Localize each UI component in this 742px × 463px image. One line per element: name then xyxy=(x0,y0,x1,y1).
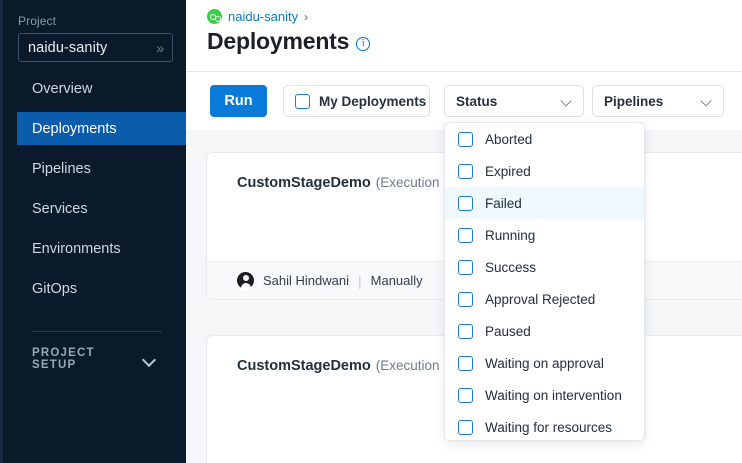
deployment-card-title: CustomStageDemo (Execution Id xyxy=(237,358,455,374)
sidebar-item-deployments[interactable]: Deployments xyxy=(17,112,186,145)
checkbox-icon[interactable] xyxy=(458,259,473,275)
sidebar-item-environments[interactable]: Environments xyxy=(17,232,186,265)
pipelines-dropdown-button[interactable]: Pipelines xyxy=(592,85,724,117)
status-option-label: Aborted xyxy=(485,131,533,147)
checkbox-icon[interactable] xyxy=(458,387,473,403)
status-option-waiting-on-intervention[interactable]: Waiting on intervention xyxy=(445,379,644,411)
sidebar-section-label: PROJECT SETUP xyxy=(32,347,95,371)
status-option-running[interactable]: Running xyxy=(445,219,644,251)
status-option-label: Running xyxy=(485,227,536,243)
breadcrumb-project-link[interactable]: naidu-sanity xyxy=(228,9,299,24)
checkbox-icon[interactable] xyxy=(458,419,473,435)
sidebar-item-gitops[interactable]: GitOps xyxy=(17,272,186,305)
checkbox-icon[interactable] xyxy=(458,163,473,179)
sidebar-item-label: Services xyxy=(32,200,88,217)
my-deployments-label: My Deployments xyxy=(319,93,427,109)
status-option-label: Waiting for resources xyxy=(485,419,613,435)
checkbox-icon[interactable] xyxy=(458,323,473,339)
project-selector[interactable]: naidu-sanity » xyxy=(18,33,173,62)
deployment-name: CustomStageDemo xyxy=(237,175,371,191)
sidebar-item-label: Pipelines xyxy=(32,160,91,177)
sidebar-edge-accent xyxy=(0,0,3,463)
checkbox-icon[interactable] xyxy=(458,227,473,243)
page-title-text: Deployments xyxy=(207,28,350,54)
sidebar: Project naidu-sanity » Overview Deployme… xyxy=(0,0,186,463)
sidebar-item-label: Environments xyxy=(32,240,121,257)
info-icon[interactable]: i xyxy=(356,36,371,51)
sidebar-item-overview[interactable]: Overview xyxy=(17,72,186,105)
sidebar-item-label: Deployments xyxy=(32,120,117,137)
checkbox-icon[interactable] xyxy=(458,291,473,307)
my-deployments-filter[interactable]: My Deployments xyxy=(283,85,430,117)
project-label: Project xyxy=(18,14,57,28)
deployment-name: CustomStageDemo xyxy=(237,358,371,374)
checkbox-icon[interactable] xyxy=(458,355,473,371)
status-option-failed[interactable]: Failed xyxy=(445,187,644,219)
sidebar-item-pipelines[interactable]: Pipelines xyxy=(17,152,186,185)
breadcrumb-separator-icon: › xyxy=(304,9,309,24)
deployment-trigger: Manually xyxy=(370,273,423,288)
toolbar: Run My Deployments Status Pipelines xyxy=(186,72,742,130)
chevron-down-icon xyxy=(701,96,712,107)
deployment-user: Sahil Hindwani xyxy=(263,273,349,288)
status-dropdown-label: Status xyxy=(456,93,498,109)
breadcrumb: naidu-sanity › xyxy=(207,9,308,24)
double-chevron-right-icon: » xyxy=(156,39,164,56)
header-divider xyxy=(186,71,742,72)
status-option-waiting-for-resources[interactable]: Waiting for resources xyxy=(445,411,644,440)
status-option-label: Failed xyxy=(485,195,522,211)
deployment-execution-id: (Execution Id xyxy=(375,358,455,373)
page-title: Deployments i xyxy=(207,28,371,55)
status-option-expired[interactable]: Expired xyxy=(445,155,644,187)
chevron-down-icon xyxy=(143,353,156,366)
sidebar-item-label: GitOps xyxy=(32,280,78,297)
status-option-success[interactable]: Success xyxy=(445,251,644,283)
status-option-label: Expired xyxy=(485,163,531,179)
sidebar-divider xyxy=(32,331,162,332)
sidebar-item-label: Overview xyxy=(32,80,93,97)
status-filter-menu[interactable]: Aborted Expired Failed Running Success A… xyxy=(444,122,645,441)
checkbox-icon[interactable] xyxy=(458,131,473,147)
status-option-approval-rejected[interactable]: Approval Rejected xyxy=(445,283,644,315)
status-dropdown-button[interactable]: Status xyxy=(444,85,584,117)
avatar xyxy=(237,272,254,290)
checkbox-icon[interactable] xyxy=(458,195,473,211)
status-option-label: Paused xyxy=(485,323,531,339)
sidebar-section-project-setup[interactable]: PROJECT SETUP xyxy=(32,347,174,371)
run-button[interactable]: Run xyxy=(210,85,267,117)
deployment-execution-id: (Execution Id xyxy=(375,175,455,190)
status-option-waiting-on-approval[interactable]: Waiting on approval xyxy=(445,347,644,379)
status-option-label: Waiting on approval xyxy=(485,355,604,371)
chevron-down-icon xyxy=(561,96,572,107)
project-link-icon xyxy=(207,9,222,24)
status-option-label: Waiting on intervention xyxy=(485,387,622,403)
pipelines-dropdown-label: Pipelines xyxy=(604,93,664,109)
deployment-card-title: CustomStageDemo (Execution Id xyxy=(237,175,455,191)
footer-separator: | xyxy=(358,272,362,289)
sidebar-nav: Overview Deployments Pipelines Services … xyxy=(0,72,186,312)
status-option-label: Success xyxy=(485,259,537,275)
sidebar-item-services[interactable]: Services xyxy=(17,192,186,225)
project-selector-value: naidu-sanity xyxy=(28,39,108,56)
status-option-paused[interactable]: Paused xyxy=(445,315,644,347)
status-option-label: Approval Rejected xyxy=(485,291,596,307)
checkbox-icon[interactable] xyxy=(295,93,310,109)
status-option-aborted[interactable]: Aborted xyxy=(445,123,644,155)
